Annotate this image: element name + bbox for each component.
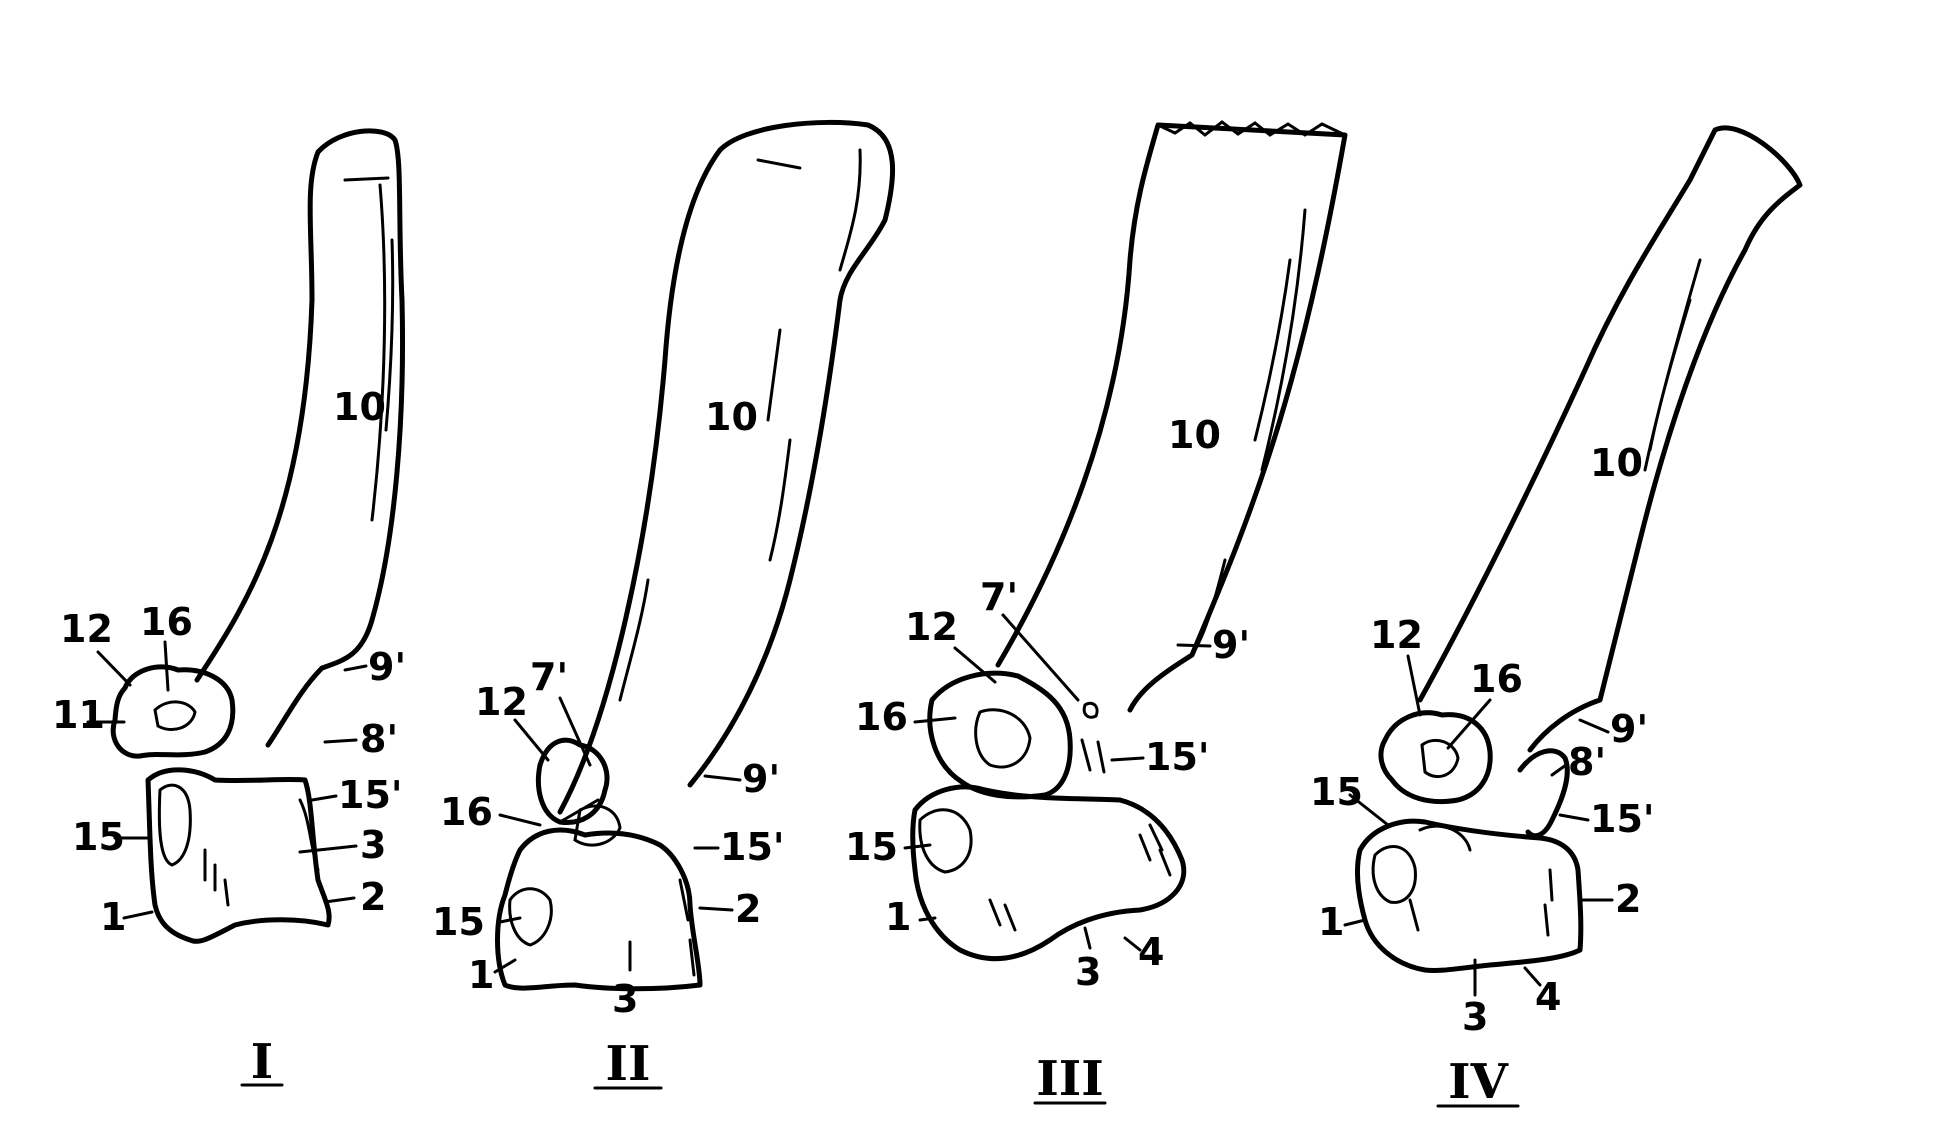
label-2-1: 1 [468, 953, 494, 997]
figure-2-body-outline [495, 827, 703, 992]
label-3-10: 10 [1168, 413, 1221, 457]
label-2-15: 15 [432, 900, 485, 944]
figure-3-shaft-zigzag [1156, 120, 1347, 137]
figure-1-head-pit [153, 700, 197, 731]
figure-4: 10 12 16 9' 8' 15 15' 1 2 3 4 IV [1310, 125, 1803, 1110]
figure-3-shaft-grain [1190, 208, 1307, 657]
label-1-15p: 15' [338, 773, 403, 817]
figure-4-head-pit [1420, 739, 1460, 778]
label-4-2: 2 [1615, 877, 1641, 921]
figure-1-body-outline [145, 767, 332, 944]
figure-4-shaft-grain [1643, 258, 1702, 472]
label-2-7p: 7' [530, 655, 568, 699]
numeral-4: IV [1448, 1054, 1508, 1110]
label-2-3: 3 [612, 977, 638, 1021]
label-2-9p: 9' [742, 757, 780, 801]
label-1-16: 16 [140, 600, 193, 644]
leaders-figure-3 [903, 613, 1212, 952]
figure-2-body-facet [508, 887, 553, 947]
label-4-9p: 9' [1610, 707, 1648, 751]
figure-2-body-hatching [678, 878, 696, 977]
figure-4-process-outline [1517, 748, 1570, 839]
figure-4-body-facet [1371, 824, 1472, 904]
label-4-1: 1 [1318, 900, 1344, 944]
label-2-10: 10 [705, 395, 758, 439]
label-3-1: 1 [885, 895, 911, 939]
label-3-15: 15 [845, 825, 898, 869]
label-2-12: 12 [475, 680, 528, 724]
label-4-8p: 8' [1568, 740, 1606, 784]
numeral-2: II [606, 1036, 651, 1092]
figure-1-head-outline [110, 664, 236, 759]
label-4-12: 12 [1370, 613, 1423, 657]
label-1-9p: 9' [368, 645, 406, 689]
figure-3-body-facet [918, 808, 973, 874]
label-3-16: 16 [855, 695, 908, 739]
label-1-3: 3 [360, 823, 386, 867]
figure-3-shaft-outline [995, 122, 1348, 713]
leaders-figure-4 [1343, 654, 1614, 997]
label-3-12: 12 [905, 605, 958, 649]
numeral-3: III [1036, 1051, 1103, 1107]
figure-2-head-outline [535, 737, 610, 826]
leaders-figure-2 [493, 696, 742, 974]
figure-2: 10 7' 12 9' 16 15' 15 2 1 3 II [432, 119, 896, 1092]
label-2-15p: 15' [720, 825, 785, 869]
label-4-15: 15 [1310, 770, 1363, 814]
figure-1-body-hatching [203, 798, 320, 907]
label-4-3: 3 [1462, 995, 1488, 1039]
label-1-2: 2 [360, 875, 386, 919]
label-2-16: 16 [440, 790, 493, 834]
figure-3-head-detail [974, 701, 1106, 774]
figure-4-head-outline [1378, 710, 1493, 805]
figure-1-shaft-grain [343, 176, 395, 522]
figure-1: 10 12 16 11 9' 8' 15' 15 3 2 1 I [52, 128, 406, 1090]
figure-4-body-outline [1355, 818, 1584, 974]
figure-4-body-hatching [1408, 868, 1554, 937]
figure-1-body-facet [157, 783, 192, 867]
figure-4-shaft-outline [1417, 125, 1803, 753]
figure-1-shaft-outline [194, 128, 406, 748]
label-1-11: 11 [52, 693, 105, 737]
label-2-2: 2 [735, 887, 761, 931]
label-1-1: 1 [100, 895, 126, 939]
label-1-8p: 8' [360, 717, 398, 761]
label-1-10: 10 [333, 385, 386, 429]
label-3-9p: 9' [1212, 623, 1250, 667]
figure-2-shaft-grain [618, 148, 862, 702]
figure-3: 10 7' 12 9' 16 15' 15 1 3 4 III [845, 120, 1348, 1107]
label-3-4: 4 [1138, 930, 1164, 974]
figure-3-head-outline [927, 670, 1073, 800]
figure-2-head-crest [558, 798, 622, 847]
label-4-15p: 15' [1590, 797, 1655, 841]
label-3-7p: 7' [980, 575, 1018, 619]
label-4-16: 16 [1470, 657, 1523, 701]
numeral-1: I [251, 1034, 273, 1090]
label-4-10: 10 [1590, 441, 1643, 485]
label-3-15p: 15' [1145, 735, 1210, 779]
figure-3-body-hatching [988, 823, 1172, 932]
leaders-figure-1 [86, 640, 368, 920]
label-1-12: 12 [60, 607, 113, 651]
label-3-3: 3 [1075, 950, 1101, 994]
figure-2-shaft-outline [557, 119, 896, 815]
